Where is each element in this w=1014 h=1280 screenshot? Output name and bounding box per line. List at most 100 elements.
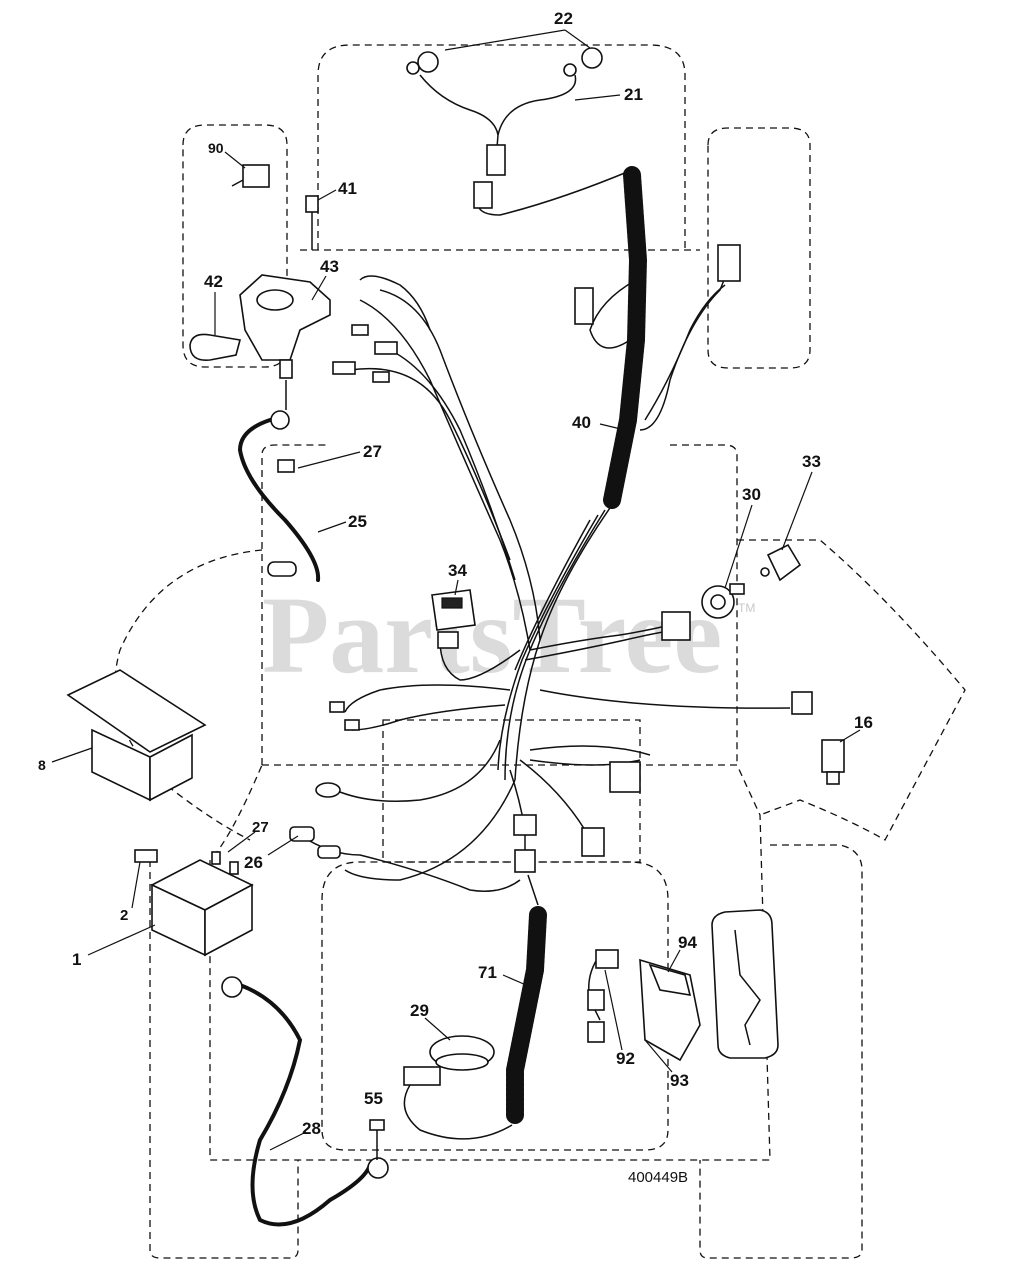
leader-25 <box>317 521 347 533</box>
harness-branch-left-5 <box>359 275 431 331</box>
harness-branch-left-4 <box>349 367 511 561</box>
harness-branch-right-3 <box>644 284 726 421</box>
battery-side <box>204 883 253 957</box>
wiring-harness <box>334 166 791 881</box>
callout-25: 25 <box>348 512 367 531</box>
switch-module <box>587 949 701 1062</box>
harness-branch-left-2 <box>359 299 531 651</box>
pto-switch-body <box>431 589 476 631</box>
leader-27b <box>227 831 256 853</box>
callout-33: 33 <box>802 452 821 471</box>
harness-connector-left-1 <box>332 361 356 375</box>
callout-8: 8 <box>38 757 46 773</box>
harness-connector-lower-right <box>609 761 641 793</box>
harness-branch-right-2 <box>639 269 729 431</box>
cable-28-ring-top <box>221 976 243 998</box>
relay-33 <box>760 543 802 582</box>
callout-94: 94 <box>678 933 697 952</box>
relay-33-tab <box>760 567 770 577</box>
headlight-bulb-right <box>581 47 603 69</box>
harness-branch-pto <box>439 639 521 681</box>
harness-terminal-lower-left-1 <box>329 701 345 713</box>
leader-2 <box>131 861 141 909</box>
callout-16: 16 <box>854 713 873 732</box>
harness-branch-right-1 <box>589 279 637 349</box>
right-front-wheel-outline <box>707 127 811 369</box>
solenoid-43-stud <box>279 359 293 379</box>
harness-branch-rear-right <box>539 689 791 709</box>
callout-27-bottom: 27 <box>252 819 269 836</box>
harness-bundle-strand-2 <box>497 514 599 771</box>
harness-conduit-upper <box>603 166 648 509</box>
drawing-code: 400449B <box>628 1169 688 1186</box>
harness-branch-left-1 <box>379 289 541 641</box>
leader-28 <box>269 1131 307 1151</box>
callout-34: 34 <box>448 561 467 580</box>
switch-92-a <box>587 989 605 1011</box>
pto-switch-rocker <box>441 597 463 609</box>
cable-28 <box>238 983 372 1227</box>
leader-43 <box>311 275 327 301</box>
brake-switch-plunger <box>826 771 840 785</box>
harness-branch-ground <box>334 739 501 802</box>
leader-93 <box>644 1039 673 1073</box>
battery-tray-side <box>149 733 193 802</box>
watermark-trademark: TM <box>738 601 755 615</box>
harness-connector-seat <box>513 814 537 836</box>
battery-tray-8 <box>66 669 207 802</box>
seat-area-outline <box>209 764 771 1161</box>
switch-94 <box>648 963 692 996</box>
seat-switch-wire <box>403 1084 513 1140</box>
shift-plate <box>711 909 779 1059</box>
callouts: 22 21 90 41 43 42 27 25 40 34 30 33 16 8… <box>38 9 873 1138</box>
callout-29: 29 <box>410 1001 429 1020</box>
callout-43: 43 <box>320 257 339 276</box>
relay-90-pin <box>231 179 244 187</box>
headlight-assembly <box>406 47 603 209</box>
harness-connector-mid-right <box>574 287 594 325</box>
left-fender-outline <box>114 549 263 841</box>
callout-28: 28 <box>302 1119 321 1138</box>
battery-1 <box>134 849 254 957</box>
callout-2: 2 <box>120 907 128 924</box>
leader-8 <box>51 747 93 763</box>
switch-92-top <box>595 949 619 969</box>
ignition-harness-plug <box>661 611 691 641</box>
cable-25-lug-bottom <box>267 561 297 577</box>
leader-16 <box>839 729 861 743</box>
right-fender-outline <box>737 539 966 841</box>
harness-branch-lower-5 <box>344 779 516 881</box>
battery-tray-top <box>66 669 207 753</box>
seat-switch-29-base <box>435 1053 489 1071</box>
cable-26-lug-2 <box>317 845 341 859</box>
headlight-connector <box>486 144 506 176</box>
leader-92 <box>604 969 623 1051</box>
leader-34 <box>454 579 459 596</box>
leader-1 <box>87 924 156 956</box>
harness-terminal-lower-left-2 <box>344 719 360 731</box>
callout-92: 92 <box>616 1049 635 1068</box>
callout-55: 55 <box>364 1089 383 1108</box>
ignition-switch-30 <box>701 583 745 619</box>
callout-71: 71 <box>478 963 497 982</box>
switch-92-b <box>587 1021 605 1043</box>
leader-27a <box>297 451 361 469</box>
callout-90: 90 <box>208 140 224 156</box>
bolt-2 <box>134 849 158 863</box>
callout-93: 93 <box>670 1071 689 1090</box>
battery-terminal-pos <box>229 861 239 875</box>
bolt-55-head <box>369 1119 385 1131</box>
screw-41 <box>305 195 319 213</box>
dash-panel-outline <box>261 444 330 765</box>
ground-ring-terminal <box>315 782 341 798</box>
solenoid-43-top <box>256 289 294 311</box>
harness-branch-key <box>529 624 671 651</box>
callout-30: 30 <box>742 485 761 504</box>
harness-connector-left-4 <box>351 324 369 336</box>
harness-branch-lower-4 <box>529 745 651 756</box>
cable-28-ring-bottom <box>367 1157 389 1179</box>
relay-33-body <box>766 543 802 582</box>
leader-33 <box>781 471 813 551</box>
callout-1: 1 <box>72 950 81 969</box>
